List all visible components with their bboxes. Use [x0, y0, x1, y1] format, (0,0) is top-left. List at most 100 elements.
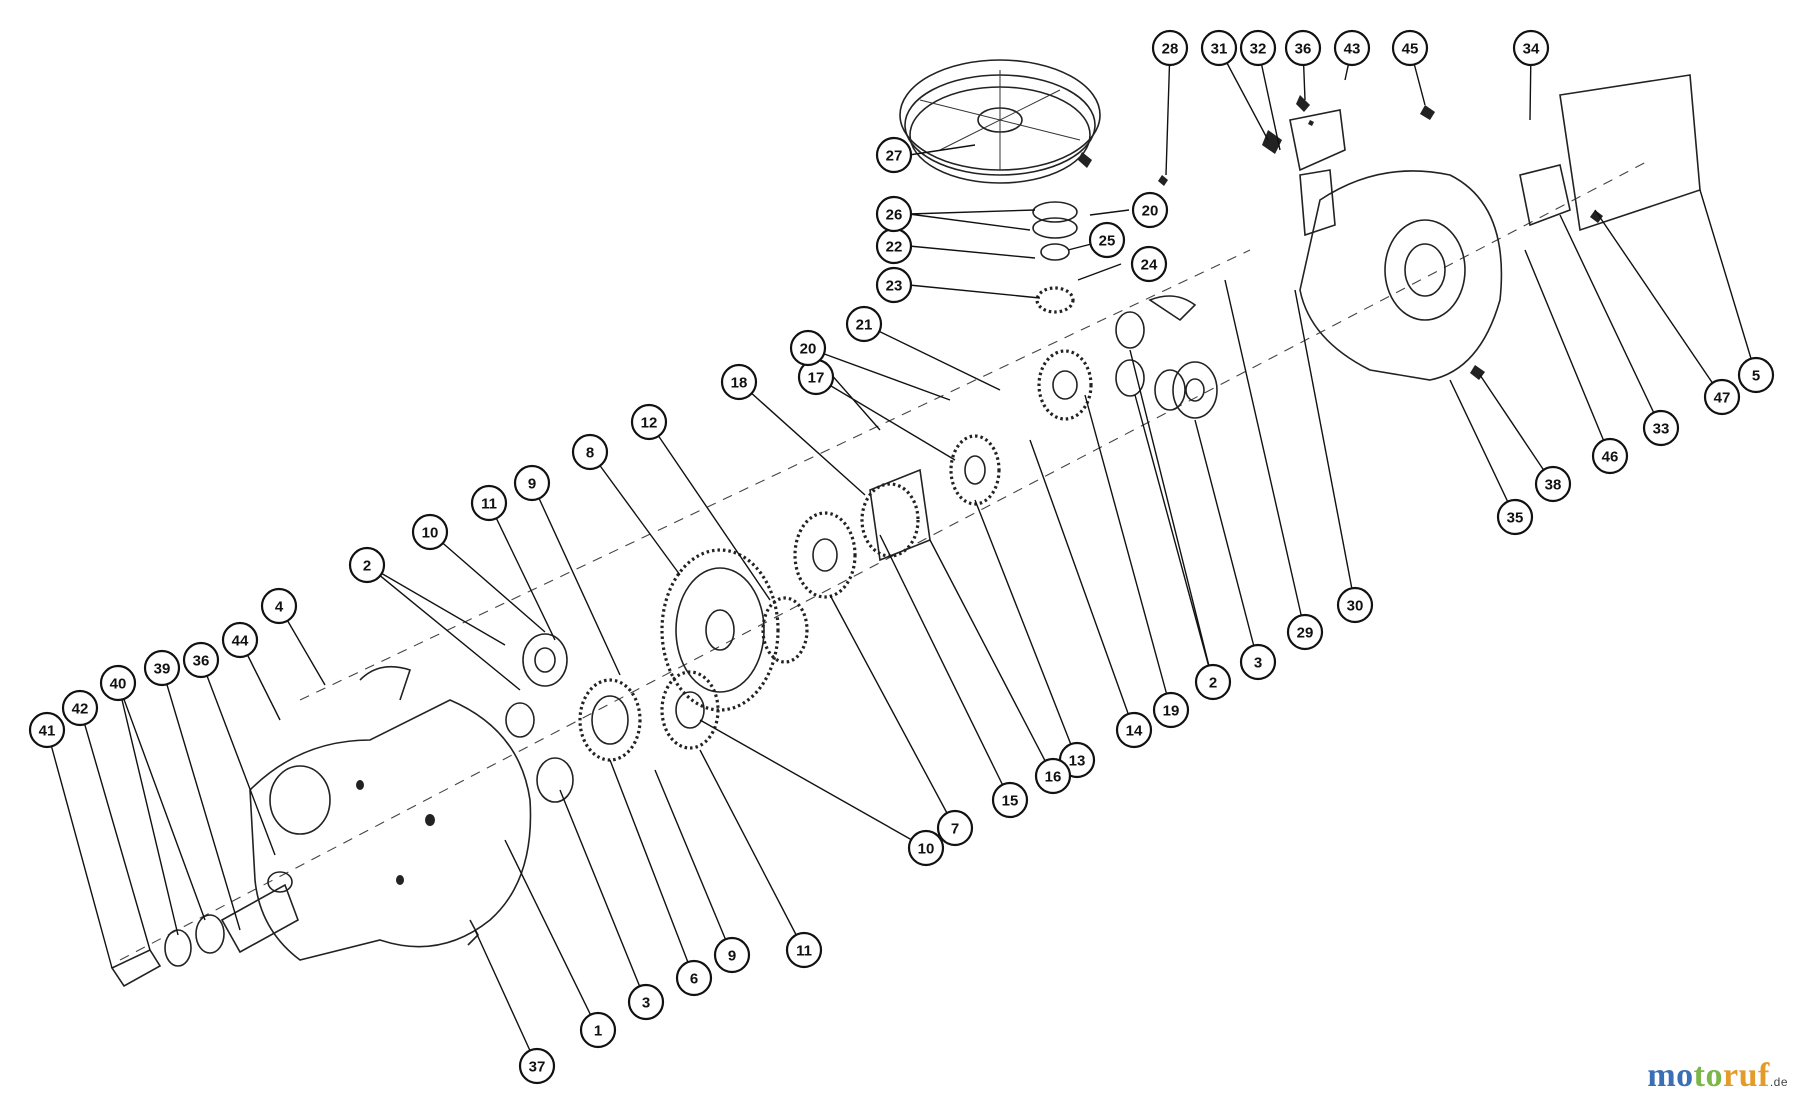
- callout-circle: [1286, 613, 1324, 651]
- callout-19: 19: [1152, 691, 1190, 729]
- callout-27: 27: [875, 136, 913, 174]
- callout-number: 17: [808, 370, 825, 387]
- callout-number: 9: [528, 476, 536, 493]
- callout-11: 11: [785, 931, 823, 969]
- callout-number: 15: [1002, 793, 1019, 810]
- callout-number: 16: [1045, 769, 1062, 786]
- callout-4: 4: [260, 587, 298, 625]
- callout-number: 27: [886, 148, 903, 165]
- callout-circle: [221, 621, 259, 659]
- callout-number: 38: [1545, 477, 1562, 494]
- callout-number: 36: [1295, 41, 1312, 58]
- callout-number: 11: [481, 496, 497, 513]
- callout-7: 7: [936, 809, 974, 847]
- callout-number: 10: [422, 525, 439, 542]
- callout-number: 8: [586, 445, 594, 462]
- callout-number: 13: [1069, 753, 1086, 770]
- callout-number: 3: [1254, 655, 1262, 672]
- callout-circle: [1333, 29, 1371, 67]
- callout-circle: [513, 464, 551, 502]
- callout-5: 5: [1737, 356, 1775, 394]
- callout-number: 29: [1297, 625, 1314, 642]
- callout-circle: [518, 1047, 556, 1085]
- callout-circle: [627, 983, 665, 1021]
- callout-number: 3: [642, 995, 650, 1012]
- callout-9: 9: [513, 464, 551, 502]
- callout-circle: [1115, 711, 1153, 749]
- callout-circle: [260, 587, 298, 625]
- callout-number: 11: [796, 943, 812, 960]
- upper-countershaft-gears: [1037, 295, 1218, 421]
- callout-circle: [1496, 498, 1534, 536]
- callout-33: 33: [1642, 409, 1680, 447]
- callout-circle: [1703, 378, 1741, 416]
- callout-43: 43: [1333, 29, 1371, 67]
- callout-circle: [1284, 29, 1322, 67]
- callout-number: 28: [1162, 41, 1179, 58]
- callout-circle: [348, 546, 386, 584]
- callout-number: 44: [232, 633, 249, 650]
- callout-circle: [1534, 465, 1572, 503]
- callout-23: 23: [875, 266, 913, 304]
- callout-number: 45: [1402, 41, 1419, 58]
- callout-36: 36: [182, 641, 220, 679]
- watermark-part-1: mo: [1647, 1057, 1694, 1094]
- callout-circle: [1239, 643, 1277, 681]
- callout-circle: [28, 711, 66, 749]
- callout-number: 23: [886, 278, 903, 295]
- callout-28: 28: [1151, 29, 1189, 67]
- callout-1: 1: [579, 1011, 617, 1049]
- watermark-logo: motoruf.de: [1647, 1057, 1788, 1095]
- callout-circle: [785, 931, 823, 969]
- callout-circle: [1391, 29, 1429, 67]
- left-housing: [249, 665, 532, 961]
- callout-number: 30: [1347, 598, 1364, 615]
- callout-30: 30: [1336, 586, 1374, 624]
- callout-circle: [411, 513, 449, 551]
- callout-number: 33: [1653, 421, 1670, 438]
- callout-42: 42: [61, 689, 99, 727]
- callout-circle: [1131, 191, 1169, 229]
- callout-circle: [713, 936, 751, 974]
- callout-12: 12: [630, 403, 668, 441]
- callout-number: 5: [1752, 368, 1760, 385]
- watermark-tld: .de: [1769, 1075, 1788, 1089]
- callout-circle: [630, 403, 668, 441]
- callout-circle: [1591, 437, 1629, 475]
- callout-number: 4: [275, 599, 284, 616]
- callout-47: 47: [1703, 378, 1741, 416]
- callout-39: 39: [143, 649, 181, 687]
- callout-number: 36: [193, 653, 210, 670]
- callout-number: 22: [886, 239, 903, 256]
- right-housing: [1154, 74, 1701, 411]
- callout-number: 20: [800, 341, 817, 358]
- callout-11: 11: [470, 484, 508, 522]
- callout-number: 40: [110, 676, 127, 693]
- callout-3: 3: [627, 983, 665, 1021]
- callout-circle: [61, 689, 99, 727]
- callout-circle: [1152, 691, 1190, 729]
- callout-32: 32: [1239, 29, 1277, 67]
- callout-number: 26: [886, 207, 903, 224]
- callout-number: 34: [1523, 41, 1540, 58]
- callout-number: 46: [1602, 449, 1619, 466]
- callout-9: 9: [713, 936, 751, 974]
- callout-number: 21: [856, 317, 873, 334]
- callout-circle: [182, 641, 220, 679]
- callout-circle: [99, 664, 137, 702]
- callout-circle: [907, 829, 945, 867]
- callout-44: 44: [221, 621, 259, 659]
- callout-circle: [720, 363, 758, 401]
- callout-20: 20: [789, 329, 827, 367]
- small-hardware: [1078, 95, 1603, 380]
- callout-number: 35: [1507, 510, 1524, 527]
- callout-number: 18: [731, 375, 748, 392]
- callout-number: 43: [1344, 41, 1361, 58]
- callout-circle: [991, 781, 1029, 819]
- callout-circle: [579, 1011, 617, 1049]
- callout-41: 41: [28, 711, 66, 749]
- callout-number: 10: [918, 841, 935, 858]
- callout-circle: [1512, 29, 1550, 67]
